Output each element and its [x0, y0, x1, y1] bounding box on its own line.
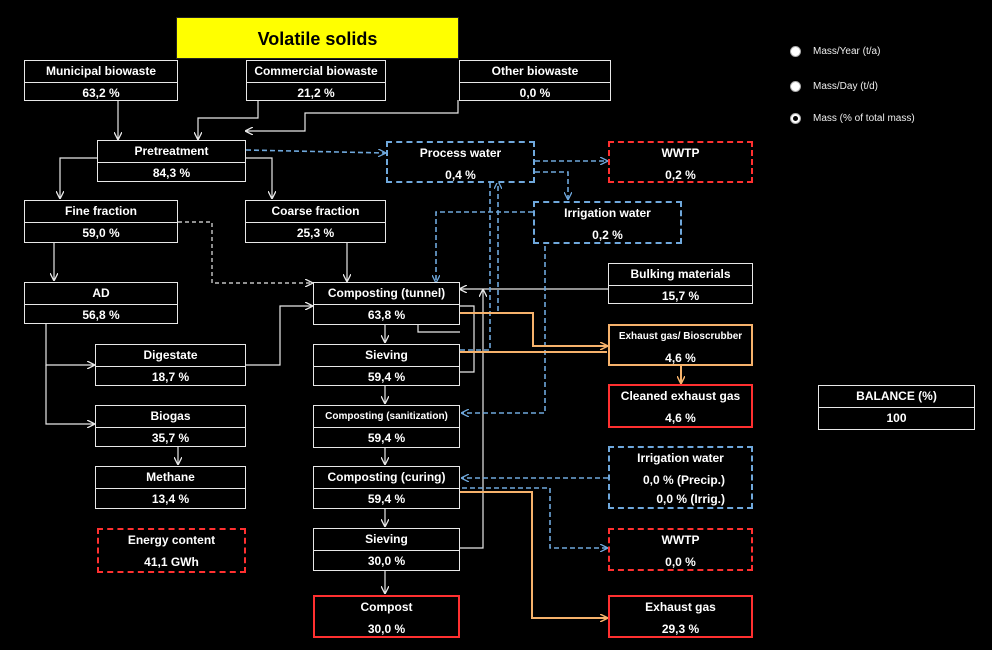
flow-ad-biogas	[45, 365, 94, 424]
node-coarse-fraction: Coarse fraction 25,3 %	[245, 200, 386, 243]
water-to-process2	[460, 182, 491, 351]
node-irrigation-water-2: Irrigation water 0,0 % (Precip.) 0,0 % (…	[608, 446, 753, 509]
node-composting-curing: Composting (curing) 59,4 %	[313, 466, 460, 509]
node-process-water: Process water 0,4 %	[386, 141, 535, 183]
node-methane: Methane 13,4 %	[95, 466, 246, 509]
node-compost: Compost 30,0 %	[313, 595, 460, 638]
node-sieving-1: Sieving 59,4 %	[313, 344, 460, 386]
node-ad: AD 56,8 %	[24, 282, 178, 324]
water-process-irrigation	[535, 171, 568, 199]
node-wwtp-2: WWTP 0,0 %	[608, 528, 753, 571]
unit-option-mass-percent[interactable]: Mass (% of total mass)	[790, 113, 915, 124]
balance-label: BALANCE (%)	[819, 386, 974, 408]
flow-pretreatment-coarse	[246, 157, 272, 198]
node-composting-tunnel: Composting (tunnel) 63,8 %	[313, 282, 460, 325]
node-energy-content: Energy content 41,1 GWh	[97, 528, 246, 573]
node-biogas: Biogas 35,7 %	[95, 405, 246, 447]
radio-icon[interactable]	[790, 81, 801, 92]
node-pretreatment: Pretreatment 84,3 %	[97, 140, 246, 182]
node-composting-sanitization: Composting (sanitization) 59,4 %	[313, 405, 460, 448]
gas-tunnel-bioscrubber	[460, 312, 607, 346]
flow-sieving-recirculation	[460, 290, 483, 549]
water-to-process1	[460, 182, 498, 314]
radio-selected-icon[interactable]	[790, 113, 801, 124]
node-cleaned-exhaust-gas: Cleaned exhaust gas 4,6 %	[608, 384, 753, 428]
water-curing-wwtp	[462, 487, 607, 548]
balance-value: 100	[886, 411, 907, 425]
node-fine-fraction: Fine fraction 59,0 %	[24, 200, 178, 243]
flow-digestate-composting	[246, 306, 312, 366]
node-sieving-2: Sieving 30,0 %	[313, 528, 460, 571]
node-digestate: Digestate 18,7 %	[95, 344, 246, 386]
balance-box: BALANCE (%) 100	[818, 385, 975, 430]
node-exhaust-gas-bioscrubber: Exhaust gas/ Bioscrubber 4,6 %	[608, 324, 753, 366]
page-title: Volatile solids	[176, 17, 459, 59]
node-exhaust-gas: Exhaust gas 29,3 %	[608, 595, 753, 638]
node-municipal-biowaste: Municipal biowaste 63,2 %	[24, 60, 178, 101]
flow-other-pretreatment	[246, 100, 459, 131]
gas-curing-exhaust	[460, 491, 607, 618]
node-irrigation-water-1: Irrigation water 0,2 %	[533, 201, 682, 244]
flow-tunnel-side	[417, 325, 460, 333]
flow-ad-digestate	[45, 323, 94, 365]
node-wwtp-1: WWTP 0,2 %	[608, 141, 753, 183]
flow-commercial-pretreatment	[198, 100, 259, 139]
unit-option-mass-year[interactable]: Mass/Year (t/a)	[790, 46, 880, 57]
node-other-biowaste: Other biowaste 0,0 %	[459, 60, 611, 101]
node-bulking-materials: Bulking materials 15,7 %	[608, 263, 753, 304]
water-irrigation-tunnel	[436, 211, 533, 282]
water-pretreatment-process	[245, 150, 385, 153]
flow-pretreatment-fine	[60, 157, 98, 198]
flow-sieving1-return	[460, 305, 475, 373]
unit-option-mass-day[interactable]: Mass/Day (t/d)	[790, 81, 878, 92]
node-commercial-biowaste: Commercial biowaste 21,2 %	[246, 60, 386, 101]
flow-fine-composting	[178, 221, 312, 283]
radio-icon[interactable]	[790, 46, 801, 57]
